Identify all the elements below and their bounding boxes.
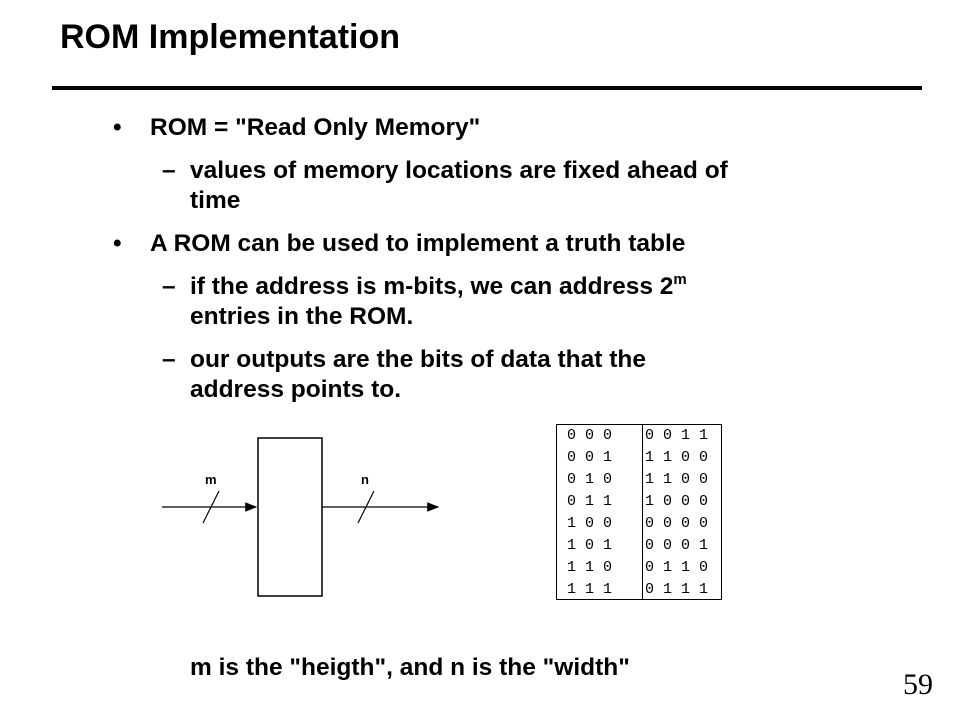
data-cell: 0 1 1 0: [645, 559, 709, 576]
height-width-caption: m is the "heigth", and n is the "width": [190, 654, 630, 681]
superscript-m: m: [673, 271, 687, 288]
sub-bullet-fixed-values-line2: time: [190, 187, 241, 214]
sub-bullet-outputs-line1: our outputs are the bits of data that th…: [190, 346, 646, 373]
address-bus-slash: [202, 490, 220, 524]
address-cell: 1 0 1: [567, 537, 613, 554]
sub-bullet-fixed-values-line1: values of memory locations are fixed ahe…: [190, 157, 728, 184]
sub-bullet-marker: –: [162, 346, 176, 373]
data-cell: 0 0 1 1: [645, 427, 709, 444]
sub-bullet-marker: –: [162, 273, 176, 300]
address-cell: 0 1 1: [567, 493, 613, 510]
sub-bullet-marker: –: [162, 157, 176, 184]
bullet-truth-table: A ROM can be used to implement a truth t…: [150, 230, 686, 257]
data-bus-slash: [357, 490, 375, 524]
address-cell: 1 1 1: [567, 581, 613, 598]
address-cell: 0 0 1: [567, 449, 613, 466]
output-width-label: n: [361, 472, 369, 487]
data-cell: 1 1 0 0: [645, 471, 709, 488]
address-cell: 1 0 0: [567, 515, 613, 532]
address-cell: 0 1 0: [567, 471, 613, 488]
bullet-marker: •: [113, 230, 122, 257]
data-cell: 1 0 0 0: [645, 493, 709, 510]
input-width-label: m: [205, 472, 217, 487]
bullet-marker: •: [113, 114, 122, 141]
address-cell: 1 1 0: [567, 559, 613, 576]
table-divider: [642, 425, 643, 599]
data-cell: 0 0 0 0: [645, 515, 709, 532]
data-cell: 0 1 1 1: [645, 581, 709, 598]
rom-box: [257, 437, 323, 597]
sub-bullet-outputs-line2: address points to.: [190, 376, 402, 403]
slide-title: ROM Implementation: [60, 18, 401, 56]
bullet-rom-definition: ROM = "Read Only Memory": [150, 114, 481, 141]
address-cell: 0 0 0: [567, 427, 613, 444]
rom-truth-table: 0 0 0 0 0 1 1 0 0 1 1 1 0 0 0 1 0 1 1 0 0 0…: [556, 424, 722, 600]
data-cell: 1 1 0 0: [645, 449, 709, 466]
data-cell: 0 0 0 1: [645, 537, 709, 554]
sub-bullet-address-bits-line1: if the address is m-bits, we can address…: [190, 272, 687, 302]
address-bits-text: if the address is m-bits, we can address…: [190, 273, 674, 300]
title-underline: [52, 86, 922, 90]
page-number: 59: [903, 668, 933, 701]
sub-bullet-address-bits-line2: entries in the ROM.: [190, 303, 414, 330]
